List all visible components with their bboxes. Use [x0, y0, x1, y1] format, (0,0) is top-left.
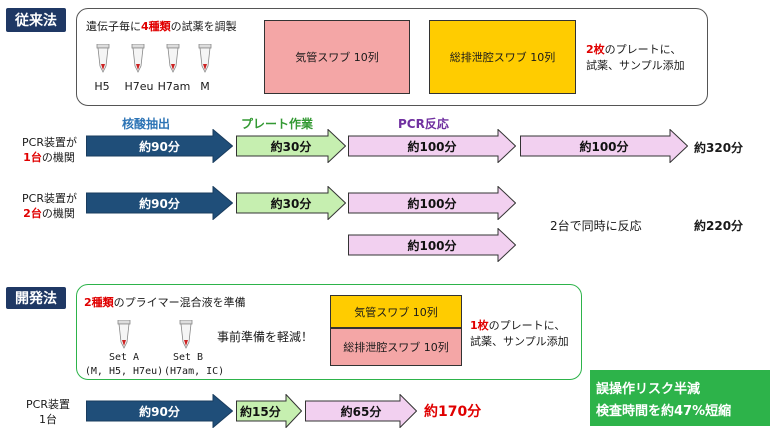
row2-extraction-arrow: 約90分: [86, 186, 233, 220]
row2-pcr-arrow-1: 約100分: [348, 186, 516, 220]
developed-plates-line1: 1枚のプレートに、: [470, 319, 566, 332]
set-b-name: Set B: [172, 352, 204, 363]
tube-icon: [117, 320, 131, 349]
row2-label-line2: 2台の機関: [23, 207, 75, 220]
row3-label-line1: PCR装置: [26, 398, 70, 411]
row2-total: 約220分: [694, 219, 744, 233]
row3-extraction-arrow: 約90分: [86, 394, 233, 428]
tube-label-h7am: H7am: [157, 80, 191, 93]
tube-icon: [198, 44, 212, 73]
tube-label-m: M: [200, 80, 210, 93]
conventional-plates-line2: 試薬、サンプル添加: [586, 59, 685, 72]
tube-label-h5: H5: [94, 80, 110, 93]
row2-pcr-arrow-2: 約100分: [348, 228, 516, 262]
row1-label-line1: PCR装置が: [22, 136, 77, 149]
cloaca-swab-box: 総排泄腔スワブ 10列: [429, 20, 576, 94]
row1-pcr-arrow-1: 約100分: [348, 129, 516, 163]
row1-total: 約320分: [694, 141, 744, 155]
row2-note: 2台で同時に反応: [550, 219, 642, 233]
developed-panel: [76, 284, 582, 380]
set-b-detail: (H7am, IC): [164, 366, 225, 377]
row1-plate-arrow: 約30分: [236, 129, 346, 163]
row1-pcr-arrow-2: 約100分: [520, 129, 688, 163]
row3-label-line2: 1台: [39, 413, 57, 426]
set-a-detail: (M, H5, H7eu): [84, 366, 164, 377]
tube-icon: [166, 44, 180, 73]
conventional-tube-group: [92, 44, 232, 94]
developed-cloaca-swab-box: 総排泄腔スワブ 10列: [330, 328, 462, 366]
tube-label-h7eu: H7eu: [124, 80, 154, 93]
result-line2: 検査時間を約47%短縮: [596, 403, 732, 419]
developed-prep-text: 2種類のプライマー混合液を準備: [84, 296, 246, 309]
reduce-prep-text: 事前準備を軽減！: [217, 330, 314, 344]
conventional-panel: [76, 8, 708, 106]
step-label-extraction: 核酸抽出: [122, 117, 171, 131]
developed-plates-line2: 試薬、サンプル添加: [470, 335, 569, 348]
conventional-plates-line1: 2枚のプレートに、: [586, 43, 682, 56]
step-label-plate-work: プレート作業: [241, 117, 314, 131]
conventional-tag: 従来法: [6, 8, 66, 32]
set-a-name: Set A: [108, 352, 140, 363]
row1-label-line2: 1台の機関: [23, 151, 75, 164]
result-line1: 誤操作リスク半減: [596, 381, 701, 397]
tube-icon: [179, 320, 193, 349]
conventional-prep-text: 遺伝子毎に4種類の試薬を調製: [86, 20, 237, 33]
row2-plate-arrow: 約30分: [236, 186, 346, 220]
step-label-pcr: PCR反応: [398, 117, 449, 131]
row2-label-line1: PCR装置が: [22, 192, 77, 205]
row3-plate-arrow: 約15分: [236, 394, 302, 428]
developed-tag: 開発法: [6, 287, 66, 309]
trachea-swab-box: 気管スワブ 10列: [264, 20, 410, 94]
row1-extraction-arrow: 約90分: [86, 129, 233, 163]
row3-total: 約170分: [424, 404, 482, 420]
tube-icon: [131, 44, 145, 73]
tube-icon: [96, 44, 110, 73]
developed-trachea-swab-box: 気管スワブ 10列: [330, 295, 462, 328]
result-box: 誤操作リスク半減 検査時間を約47%短縮: [590, 370, 770, 426]
row3-pcr-arrow: 約65分: [305, 394, 417, 428]
